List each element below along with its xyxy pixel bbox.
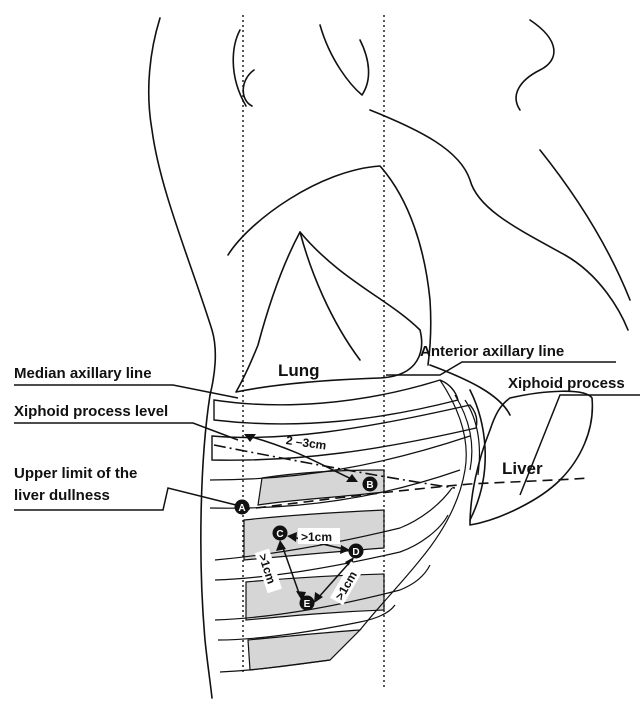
svg-text:A: A <box>238 503 245 514</box>
svg-text:E: E <box>304 599 311 610</box>
point-c: C <box>273 526 288 541</box>
arm-inner-curve <box>320 25 369 95</box>
arm-outline <box>540 150 630 300</box>
svg-text:D: D <box>352 547 359 558</box>
leader-anterior-axillary <box>386 362 616 375</box>
svg-text:B: B <box>366 480 373 491</box>
label-upper-limit-line1: Upper limit of the <box>14 465 137 482</box>
leader-median-axillary <box>14 385 238 398</box>
label-xiphoid-process-level: Xiphoid process level <box>14 403 168 420</box>
label-median-axillary-line: Median axillary line <box>14 365 152 382</box>
point-e: E <box>300 596 315 611</box>
back-outline <box>149 18 216 395</box>
lower-body-left <box>201 395 212 698</box>
lung-outline <box>236 232 422 392</box>
ear-curve <box>243 70 254 106</box>
leader-xiphoid-process <box>520 395 640 495</box>
label-xiphoid-process: Xiphoid process <box>508 375 625 392</box>
lung-fissure <box>300 232 360 360</box>
svg-text:C: C <box>276 529 283 540</box>
front-body-line <box>228 166 431 365</box>
measurement-c-to-d: >1cm <box>301 530 332 544</box>
point-b: B <box>363 477 378 492</box>
label-lung: Lung <box>278 361 320 380</box>
label-liver: Liver <box>502 459 543 478</box>
shoulder-outline <box>516 20 554 110</box>
point-d: D <box>349 544 364 559</box>
point-a: A <box>235 500 250 515</box>
label-anterior-axillary-line: Anterior axillary line <box>420 343 564 360</box>
label-upper-limit-line2: liver dullness <box>14 487 110 504</box>
